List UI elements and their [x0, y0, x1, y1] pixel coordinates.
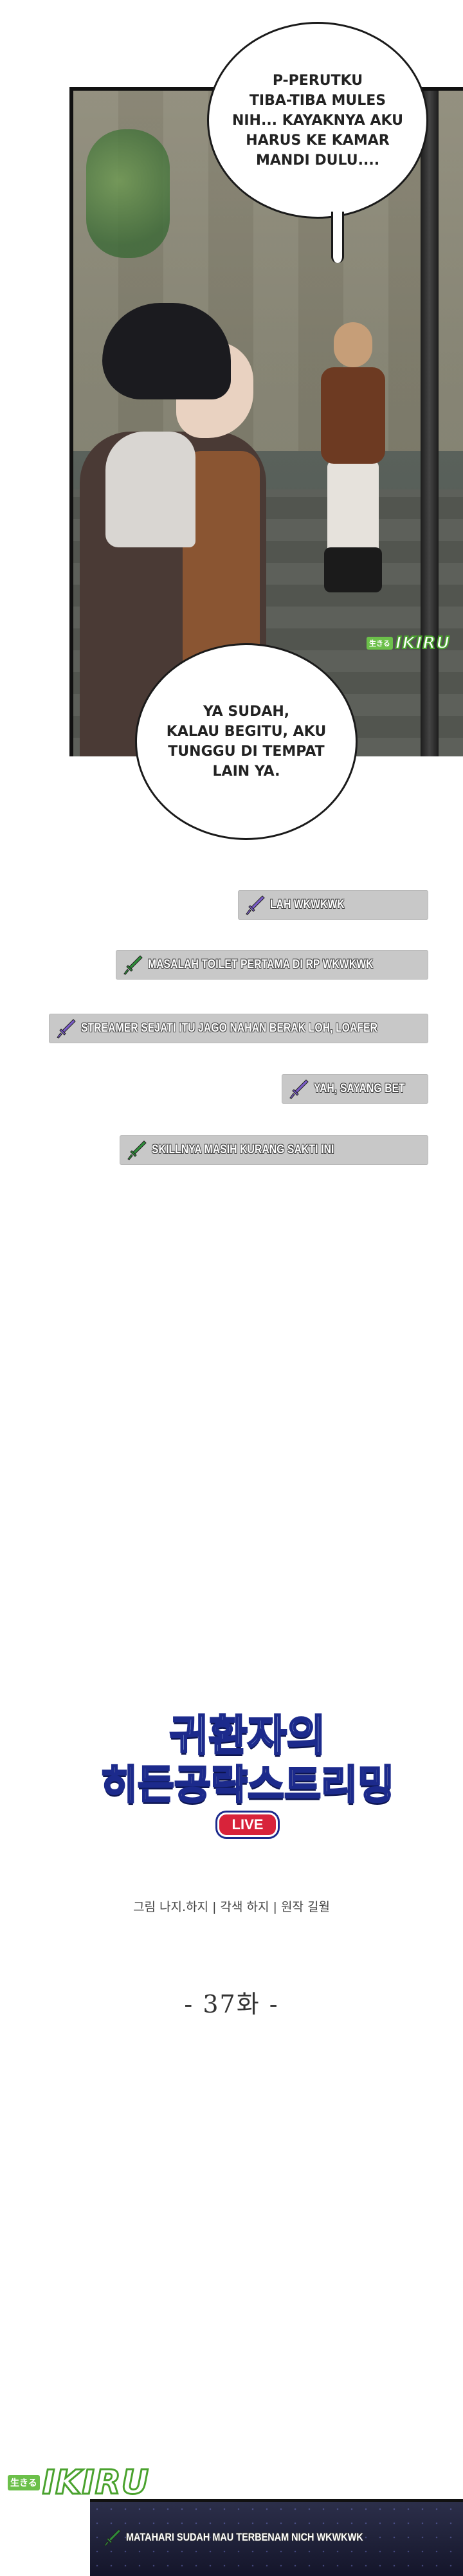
speech-bubble-bottom: YA SUDAH, KALAU BEGITU, AKU TUNGGU DI TE…: [135, 643, 358, 840]
chat-message: MATAHARI SUDAH MAU TERBENAM NICH WKWKWK: [103, 2528, 405, 2547]
watermark-tag: 生きる: [367, 637, 393, 650]
chat-message-text: YAH, SAYANG BET: [314, 1082, 405, 1095]
speech-bubble-text: YA SUDAH, KALAU BEGITU, AKU TUNGGU DI TE…: [166, 704, 327, 780]
running-boy-figure: [305, 322, 401, 592]
sword-icon: [57, 1019, 76, 1039]
title-line-1: 귀환자의: [168, 1710, 327, 1762]
chat-message: LAH WKWKWK: [238, 890, 428, 920]
sword-icon: [246, 895, 265, 915]
credits-line: 그림 나지.하지 | 각색 하지 | 원작 길월: [133, 1900, 330, 1914]
chat-message-text: STREAMER SEJATI ITU JAGO NAHAN BERAK LOH…: [81, 1021, 378, 1035]
sword-icon: [127, 1140, 147, 1160]
background-tree: [86, 129, 170, 258]
chat-message: STREAMER SEJATI ITU JAGO NAHAN BERAK LOH…: [49, 1014, 428, 1043]
stars-background: [90, 2502, 463, 2576]
ikiru-watermark: 生きる IKIRU: [367, 633, 451, 653]
chat-message-text: LAH WKWKWK: [270, 898, 345, 911]
sword-icon: [104, 2529, 121, 2546]
watermark-word: IKIRU: [41, 2463, 149, 2503]
chat-message-text: MATAHARI SUDAH MAU TERBENAM NICH WKWKWK: [126, 2531, 363, 2543]
live-badge: LIVE: [217, 1813, 278, 1837]
series-title-logo: 귀환자의 히든공략스트리밍 LIVE: [96, 1710, 399, 1872]
title-line-2: 히든공략스트리밍: [100, 1760, 395, 1809]
chat-message: MASALAH TOILET PERTAMA DI RP WKWKWK: [116, 950, 428, 980]
chat-message: YAH, SAYANG BET: [282, 1074, 428, 1104]
sword-icon: [123, 955, 143, 975]
watermark-tag: 生きる: [8, 2475, 40, 2490]
chat-message-text: MASALAH TOILET PERTAMA DI RP WKWKWK: [148, 958, 374, 971]
speech-bubble-tail: [331, 212, 344, 263]
ikiru-watermark-large: 生きる IKIRU: [8, 2463, 150, 2503]
lamp-pole: [421, 91, 439, 756]
night-sky-panel: MATAHARI SUDAH MAU TERBENAM NICH WKWKWK: [90, 2499, 463, 2576]
speech-bubble-text: P-PERUTKU TIBA-TIBA MULES NIH... KAYAKNY…: [232, 72, 404, 169]
chat-message: SKILLNYA MASIH KURANG SAKTI INI: [120, 1135, 428, 1165]
watermark-word: IKIRU: [395, 633, 451, 653]
chapter-number: - 37화 -: [184, 1990, 279, 2018]
sword-icon: [289, 1079, 309, 1099]
speech-bubble-top: P-PERUTKU TIBA-TIBA MULES NIH... KAYAKNY…: [207, 22, 428, 263]
chat-message-text: SKILLNYA MASIH KURANG SAKTI INI: [152, 1143, 334, 1156]
